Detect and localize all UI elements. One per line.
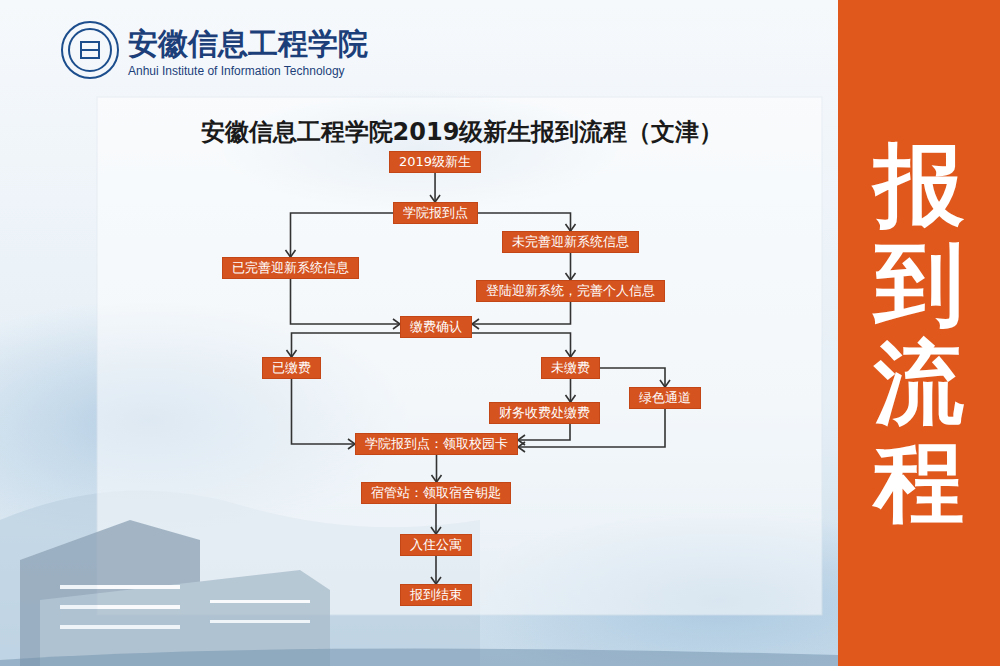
arrow-line: [434, 173, 436, 202]
box-text: 学院报到点：领取校园卡: [365, 436, 508, 452]
arrow-line: [518, 424, 570, 440]
flow-arrow: [431, 556, 441, 584]
arrow-head: [348, 439, 355, 449]
arrow-line: [435, 504, 437, 534]
process-box: 学院报到点：领取校园卡: [355, 433, 518, 455]
flow-arrow: [430, 173, 440, 202]
arrow-head: [430, 195, 440, 202]
process-box: 已完善迎新系统信息: [222, 257, 359, 279]
chart-title: 安徽信息工程学院2019级新生报到流程（文津）: [201, 116, 724, 148]
flow-arrow: [431, 504, 441, 534]
arrow-head: [518, 442, 525, 452]
arrow-head: [566, 224, 576, 231]
box-text: 未完善迎新系统信息: [512, 234, 629, 250]
arrow-line: [291, 213, 394, 257]
box-text: 学院报到点: [403, 205, 468, 221]
arrow-line: [292, 333, 401, 357]
arrow-head: [393, 319, 400, 329]
box-text: 已缴费: [272, 360, 311, 376]
process-box: 2019级新生: [389, 151, 481, 173]
process-box: 学院报到点: [393, 202, 478, 224]
flow-arrow: [472, 333, 576, 357]
flow-arrow: [566, 253, 576, 280]
logo-name: 安徽信息工程学院: [128, 24, 368, 65]
arrow-line: [570, 253, 572, 280]
arrow-line: [472, 302, 571, 324]
box-text: 财务收费处缴费: [499, 405, 590, 421]
process-box: 未完善迎新系统信息: [502, 231, 639, 253]
band-title: 报到流程: [874, 135, 964, 531]
arrow-line: [570, 379, 572, 402]
logo-subtitle: Anhui Institute of Information Technolog…: [128, 64, 345, 78]
box-text: 未缴费: [551, 360, 590, 376]
arrow-line: [436, 455, 438, 482]
process-box: 已缴费: [262, 357, 321, 379]
flow-arrow: [286, 213, 394, 257]
process-box: 绿色通道: [629, 387, 701, 409]
flow-arrow: [432, 455, 442, 482]
flow-arrow: [291, 279, 401, 329]
arrow-head: [286, 250, 296, 257]
process-box: 登陆迎新系统，完善个人信息: [476, 280, 665, 302]
box-text: 缴费确认: [410, 319, 462, 335]
flow-arrow: [478, 213, 576, 231]
arrow-line: [600, 368, 665, 387]
box-text: 入住公寓: [410, 537, 462, 553]
arrow-head: [432, 475, 442, 482]
flow-arrow: [292, 379, 356, 449]
arrow-line: [291, 279, 401, 324]
arrow-head: [566, 273, 576, 280]
process-box: 缴费确认: [400, 316, 472, 338]
arrow-line: [435, 556, 437, 584]
arrow-head: [566, 395, 576, 402]
process-box: 入住公寓: [400, 534, 472, 556]
box-text: 报到结束: [410, 587, 462, 603]
arrow-head: [431, 527, 441, 534]
side-band: 报到流程: [838, 0, 1000, 666]
box-text: 登陆迎新系统，完善个人信息: [486, 283, 655, 299]
box-text: 绿色通道: [639, 390, 691, 406]
process-box: 宿管站：领取宿舍钥匙: [361, 482, 511, 504]
process-box: 未缴费: [541, 357, 600, 379]
flow-arrow: [518, 424, 570, 445]
flow-arrow: [600, 368, 670, 387]
box-text: 2019级新生: [399, 154, 471, 170]
arrow-head: [472, 319, 479, 329]
arrow-head: [287, 350, 297, 357]
flow-arrow: [287, 333, 401, 357]
flow-arrow: [472, 302, 571, 329]
flow-arrow: [566, 379, 576, 402]
box-text: 已完善迎新系统信息: [232, 260, 349, 276]
arrow-head: [566, 350, 576, 357]
arrow-line: [292, 379, 356, 444]
arrow-line: [472, 333, 571, 357]
box-text: 宿管站：领取宿舍钥匙: [371, 485, 501, 501]
arrow-head: [660, 380, 670, 387]
process-box: 报到结束: [400, 584, 472, 606]
arrow-line: [478, 213, 571, 231]
arrow-head: [431, 577, 441, 584]
process-box: 财务收费处缴费: [489, 402, 600, 424]
